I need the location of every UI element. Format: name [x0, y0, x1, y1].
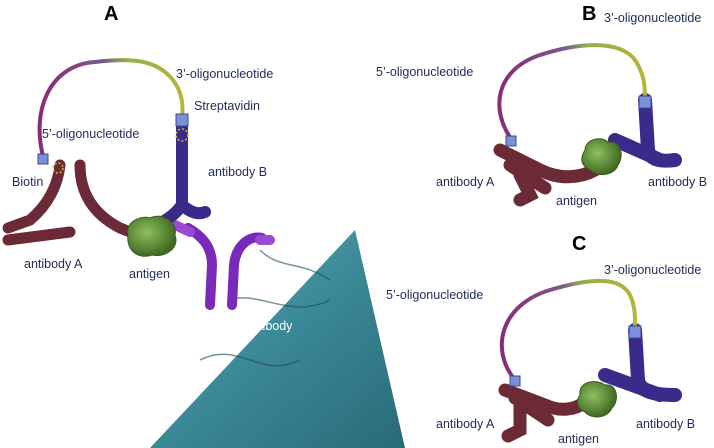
- label-3-oligonucleotide-a: 3’-oligonucleotide: [176, 67, 273, 81]
- panel-a: A 3’-oli: [2, 3, 405, 448]
- label-antibody-a-a: antibody A: [24, 257, 83, 271]
- biotin-icon: [505, 135, 517, 147]
- antibody-b: [144, 119, 211, 234]
- label-5-oligonucleotide-b: 5’-oligonucleotide: [376, 65, 473, 79]
- label-streptavidin: Streptavidin: [194, 99, 260, 113]
- label-3-oligonucleotide-b: 3’-oligonucleotide: [604, 11, 701, 25]
- panel-b-letter: B: [582, 3, 596, 25]
- antigen-a: [127, 215, 177, 257]
- label-5-oligonucleotide-a: 5’-oligonucleotide: [42, 127, 139, 141]
- label-antibody-b-c: antibody B: [636, 417, 695, 431]
- panel-c-letter: C: [572, 233, 586, 255]
- linker-icon: [175, 128, 189, 142]
- label-capture-antibody: capture antibody: [200, 319, 293, 333]
- antigen-c: [576, 381, 617, 418]
- oligonucleotide-c: [499, 278, 638, 382]
- antibody-a-panel-c: [498, 383, 592, 443]
- oligonucleotide-b: [497, 43, 647, 142]
- biotin-icon: [509, 375, 521, 387]
- capture-antibody: [170, 220, 275, 310]
- antigen-b: [581, 138, 622, 176]
- label-antibody-b-a: antibody B: [208, 165, 267, 179]
- biotin-icon: [37, 153, 49, 165]
- antibody-b-panel-c: [598, 323, 682, 402]
- label-antibody-a-c: antibody A: [436, 417, 495, 431]
- linker-icon: [52, 162, 64, 174]
- label-5-oligonucleotide-c: 5’-oligonucleotide: [386, 288, 483, 302]
- antibody-a-panel-b: [493, 143, 602, 207]
- label-antibody-a-b: antibody A: [436, 175, 495, 189]
- antibody-b-panel-b: [608, 93, 682, 168]
- label-biotin: Biotin: [12, 175, 43, 189]
- surface-texture: [199, 249, 331, 367]
- panel-c: C 3’-oligonucleotide 5’-oligonucleotide …: [386, 233, 701, 446]
- antibody-a: [2, 159, 146, 246]
- label-antigen-a: antigen: [129, 267, 170, 281]
- panel-b: B 3’-oligonucleotide 5’-oligonucleotide …: [376, 3, 707, 208]
- label-3-oligonucleotide-c: 3’-oligonucleotide: [604, 263, 701, 277]
- streptavidin-icon: [175, 113, 189, 127]
- label-antigen-c: antigen: [558, 432, 599, 446]
- streptavidin-icon: [628, 325, 642, 339]
- oligonucleotide-a: [37, 58, 185, 161]
- streptavidin-icon: [638, 95, 652, 109]
- capture-surface: [150, 230, 405, 448]
- panel-a-letter: A: [104, 3, 118, 25]
- label-antigen-b: antigen: [556, 194, 597, 208]
- label-antibody-b-b: antibody B: [648, 175, 707, 189]
